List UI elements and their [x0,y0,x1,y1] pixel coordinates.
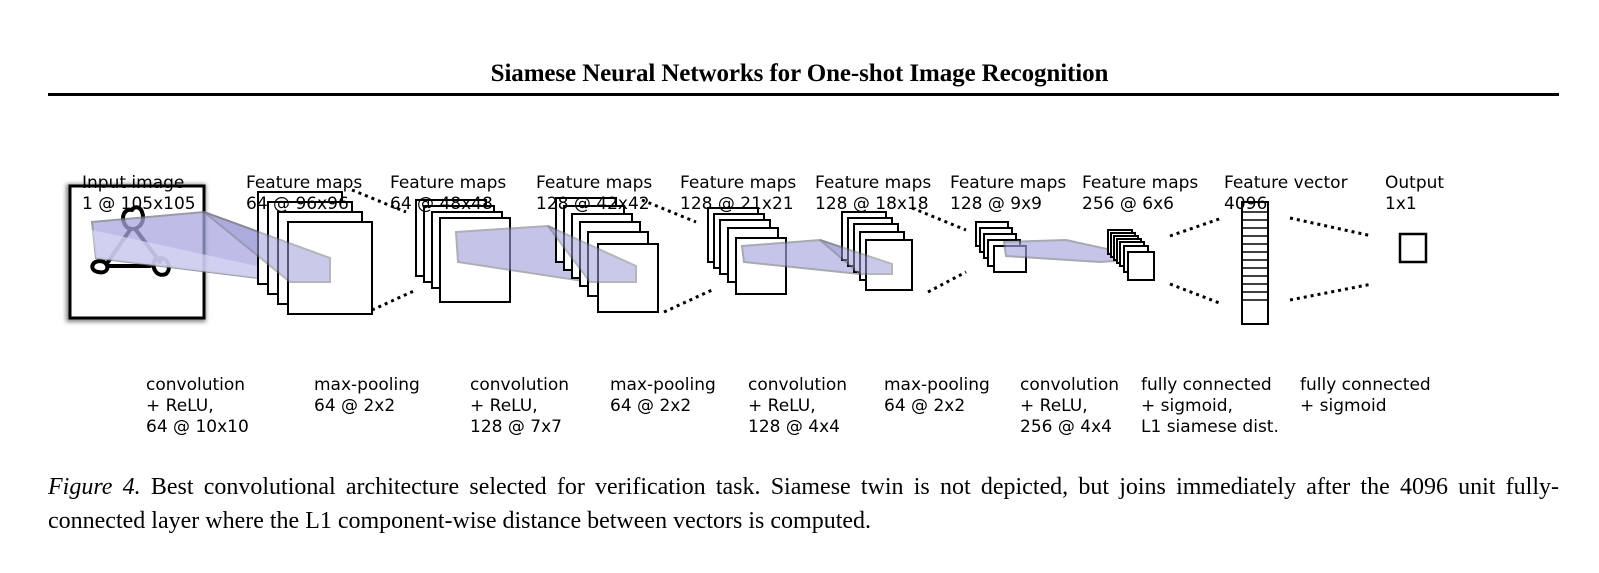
op-label-fc-2: fully connected+ sigmoid [1300,375,1431,416]
figure-caption-text: Best convolutional architecture selected… [48,474,1559,534]
feature-maps-128-9x9 [975,221,1027,273]
kernel-wedge-2-overlay [547,225,637,283]
op-label-conv-1: convolution+ ReLU,64 @ 10x10 [146,375,249,437]
kernel-wedge-3-overlay [819,239,893,275]
header-rule [48,93,1559,96]
op-label-conv-4: convolution+ ReLU,256 @ 4x4 [1020,375,1120,437]
feature-maps-256-6x6 [1107,229,1155,281]
figure-caption-label: Figure 4. [48,474,141,500]
pool-connector-1-top [351,188,407,214]
kernel-wedge-1-overlay [203,211,331,283]
running-title: Siamese Neural Networks for One-shot Ima… [490,60,1109,87]
op-label-conv-2: convolution+ ReLU,128 @ 7x7 [470,375,570,437]
pool-connector-2-top [641,198,697,224]
figure-caption: Figure 4. Best convolutional architectur… [48,470,1559,538]
op-label-conv-3: convolution+ ReLU,128 @ 4x4 [748,375,848,437]
pool-connector-3-bottom [927,270,967,294]
fc-connector-1-top [1169,216,1223,238]
feature-vector-cells [1242,211,1268,301]
pool-connector-2-bottom [663,288,713,314]
fc-connector-2-bottom [1289,282,1373,302]
pool-connector-3-top [911,206,967,232]
output-unit [1398,232,1428,264]
pool-connector-1-bottom [371,288,417,312]
feature-vector-4096 [1241,201,1269,325]
op-label-fc-1: fully connected+ sigmoid,L1 siamese dist… [1141,375,1279,437]
fc-connector-1-bottom [1169,282,1223,306]
